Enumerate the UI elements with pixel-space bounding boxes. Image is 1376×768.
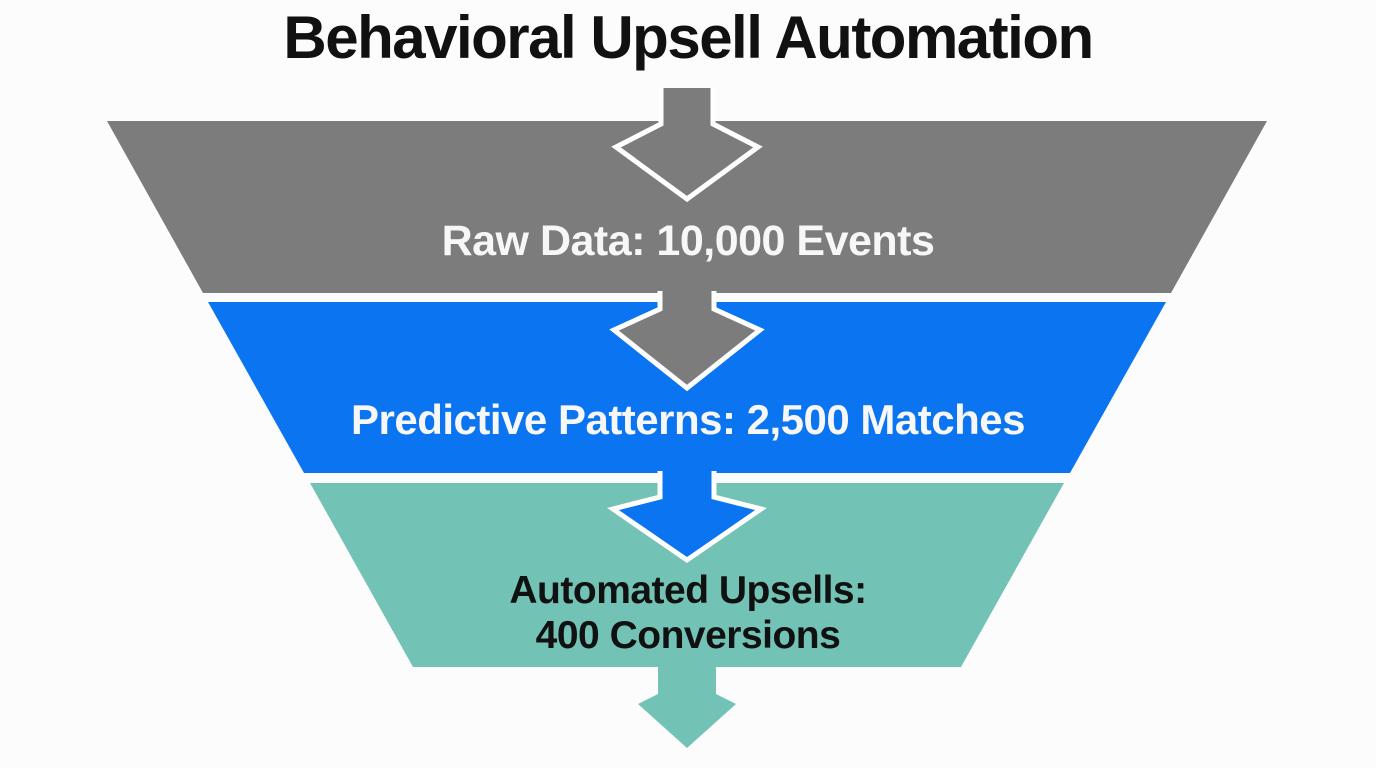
arrow-down-icon-gray-to-blue: [609, 291, 765, 392]
funnel-stage-raw-data-shape: [107, 121, 1267, 293]
arrow-down-icon-blue-to-teal: [607, 471, 767, 564]
stage-label-predictive-patterns: Predictive Patterns: 2,500 Matches: [351, 396, 1026, 443]
diagram-title: Behavioral Upsell Automation: [283, 4, 1094, 71]
arrow-down-icon-bottom: [638, 663, 736, 748]
arrow-down-icon-top: [611, 88, 763, 203]
stage-label-automated-upsells-line1: Automated Upsells:: [509, 569, 867, 612]
stage-label-automated-upsells: Automated Upsells: 400 Conversions: [0, 568, 1376, 658]
funnel-stage-automated-upsells-shape: [310, 483, 1064, 667]
stage-label-raw-data: Raw Data: 10,000 Events: [441, 217, 935, 265]
stage-label-automated-upsells-line2: 400 Conversions: [535, 614, 841, 657]
